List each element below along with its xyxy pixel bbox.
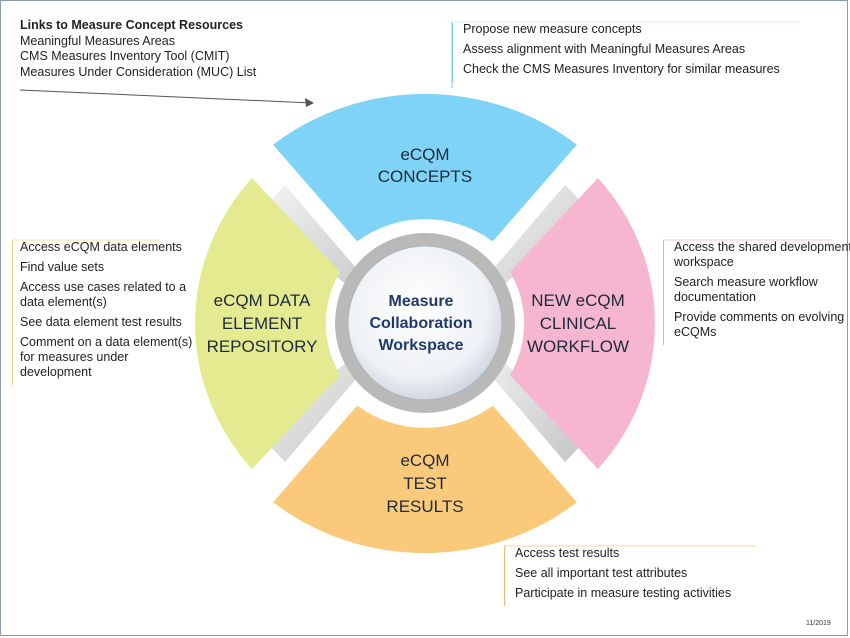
- repository-label-line1: eCQM DATA: [214, 291, 311, 310]
- concept-resources-links: Links to Measure Concept Resources Meani…: [20, 18, 256, 80]
- repository-callout-item: Access eCQM data elements: [20, 240, 182, 254]
- repository-callout-item: Access use cases related to a data eleme…: [20, 280, 187, 309]
- hub-label-line2: Collaboration: [369, 315, 472, 332]
- workflow-callout-item: Access the shared development workspace: [674, 240, 850, 269]
- test-results-callout-item: Participate in measure testing activitie…: [515, 586, 732, 600]
- hub-center-circle[interactable]: [347, 245, 503, 401]
- repository-callout-item: Comment on a data element(s) for measure…: [20, 335, 193, 379]
- workflow-callout-item: Search measure workflow documentation: [674, 275, 818, 304]
- hub-label-line3: Workspace: [378, 337, 463, 354]
- test-results-callout-item: See all important test attributes: [515, 566, 688, 580]
- workflow-callout-item: Provide comments on evolving eCQMs: [674, 310, 845, 339]
- resource-link-meaningful-measures[interactable]: Meaningful Measures Areas: [20, 33, 175, 48]
- concepts-callout-item: Check the CMS Measures Inventory for sim…: [463, 62, 780, 76]
- concepts-callout-item: Assess alignment with Meaningful Measure…: [463, 42, 746, 56]
- resources-arrow-head: [305, 98, 314, 107]
- workflow-callout: Access the shared development workspace …: [663, 240, 850, 345]
- concepts-callout: Propose new measure concepts Assess alig…: [452, 22, 780, 82]
- resource-link-cmit[interactable]: CMS Measures Inventory Tool (CMIT): [20, 49, 230, 63]
- hub-label-line1: Measure: [389, 293, 454, 310]
- workflow-label-line1: NEW eCQM: [531, 291, 625, 310]
- test-results-label-line1: eCQM: [400, 451, 449, 470]
- test-results-label-line2: TEST: [403, 474, 446, 493]
- resources-heading: Links to Measure Concept Resources: [20, 18, 243, 32]
- segment-ecqm-data-element-repository[interactable]: [195, 178, 340, 469]
- workflow-label-line2: CLINICAL: [540, 314, 617, 333]
- segment-ecqm-test-results[interactable]: [273, 405, 577, 554]
- concepts-label-line1: eCQM: [400, 145, 449, 164]
- test-results-callout: Access test results See all important te…: [504, 546, 731, 606]
- repository-callout: Access eCQM data elements Find value set…: [12, 240, 196, 385]
- resources-arrow-line: [19, 89, 313, 104]
- concepts-label-line2: CONCEPTS: [378, 167, 472, 186]
- resource-link-muc-list[interactable]: Measures Under Consideration (MUC) List: [20, 64, 257, 79]
- test-results-label-line3: RESULTS: [386, 497, 463, 516]
- repository-callout-item: Find value sets: [20, 260, 105, 274]
- repository-callout-item: See data element test results: [20, 315, 182, 329]
- repository-label-line3: REPOSITORY: [207, 337, 318, 356]
- concepts-callout-item: Propose new measure concepts: [463, 22, 642, 36]
- workflow-label-line3: WORKFLOW: [527, 337, 629, 356]
- segment-new-ecqm-clinical-workflow[interactable]: [510, 178, 655, 469]
- test-results-callout-item: Access test results: [515, 546, 620, 560]
- repository-label-line2: ELEMENT: [222, 314, 302, 333]
- segment-ecqm-concepts[interactable]: [273, 93, 577, 242]
- revision-date: 11/2019: [806, 620, 831, 627]
